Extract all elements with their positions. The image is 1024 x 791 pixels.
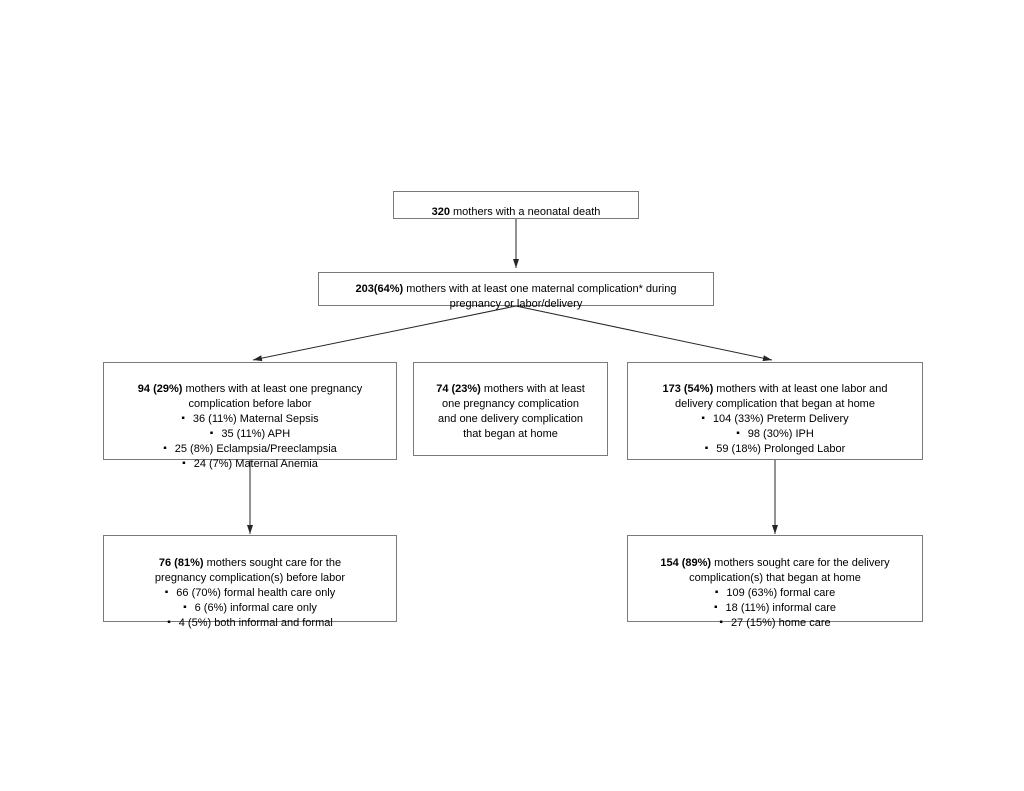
bullet-icon: ▪ [719,617,723,628]
list-item-text: 36 (11%) Maternal Sepsis [192,413,319,425]
bullet-icon: ▪ [714,587,719,598]
desc-maternal-complication: mothers with at least one maternal compl… [406,282,677,310]
list-item-text: 35 (11%) APH [221,428,291,440]
desc-pregnancy-care-seeking: mothers sought care for the pregnancy co… [154,557,346,584]
bullet-icon: ▪ [736,428,740,439]
count-both-complications: 74 (23%) [436,383,481,395]
count-delivery-care-seeking: 154 (89%) [660,557,712,569]
bullet-icon: ▪ [701,413,705,424]
list-item: ▪ 6 (6%) informal care only [104,601,396,616]
pregnancy-complication-list: ▪36 (11%) Maternal Sepsis ▪35 (11%) APH … [104,412,396,472]
list-item: ▪ 59 (18%) Prolonged Labor [628,442,922,457]
list-item: ▪ 104 (33%) Preterm Delivery [628,412,922,427]
count-maternal-complication: 203(64%) [355,282,404,295]
box-labor-delivery-complication-text: 173 (54%) mothers with at least one labo… [628,367,922,412]
bullet-icon: ▪ [181,413,185,424]
count-labor-delivery-complication: 173 (54%) [662,383,714,395]
list-item-text: 4 (5%) both informal and formal [178,617,333,629]
list-item-text: 18 (11%) informal care [725,602,836,614]
list-item-text: 25 (8%) Eclampsia/Preeclampsia [174,443,337,455]
list-item-text: 109 (63%) formal care [726,587,836,599]
count-pregnancy-care-seeking: 76 (81%) [158,557,204,569]
list-item-text: 66 (70%) formal health care only [176,587,336,599]
box-pregnancy-complication-text: 94 (29%) mothers with at least one pregn… [104,367,396,412]
box-neonatal-death-total: 320 mothers with a neonatal death [393,191,639,219]
arrow-maternal-to-labor [515,305,773,362]
box-labor-delivery-complication: 173 (54%) mothers with at least one labo… [627,362,923,460]
list-item: ▪ 35 (11%) APH [104,427,396,442]
list-item: ▪ 36 (11%) Maternal Sepsis [104,412,396,427]
box-pregnancy-complication: 94 (29%) mothers with at least one pregn… [103,362,397,470]
list-item-text: 59 (18%) Prolonged Labor [716,443,846,455]
bullet-icon: ▪ [704,443,709,454]
bullet-icon: ▪ [164,587,169,598]
delivery-care-list: ▪109 (63%) formal care ▪18 (11%) informa… [628,586,922,631]
list-item-text: 104 (33%) Preterm Delivery [712,413,849,425]
box-pregnancy-care-seeking: 76 (81%) mothers sought care for the pre… [103,535,397,629]
list-item: ▪ 109 (63%) formal care [628,586,922,601]
bullet-icon: ▪ [183,602,187,613]
bullet-icon: ▪ [209,428,214,439]
box-neonatal-death-text: 320 mothers with a neonatal death [432,190,601,220]
arrow-maternal-to-pregnancy [252,305,517,362]
list-item: ▪ 24 (7%) Maternal Anemia [104,457,396,472]
list-item-text: 27 (15%) home care [730,617,831,629]
list-item-text: 6 (6%) informal care only [194,602,317,614]
desc-labor-delivery-complication: mothers with at least one labor and deli… [675,383,888,410]
box-maternal-complication: 203(64%) mothers with at least one mater… [318,272,714,310]
desc-delivery-care-seeking: mothers sought care for the delivery com… [689,557,890,584]
bullet-icon: ▪ [167,617,171,628]
desc-pregnancy-complication: mothers with at least one pregnancy comp… [185,383,363,410]
box-pregnancy-care-seeking-text: 76 (81%) mothers sought care for the pre… [104,541,396,586]
count-pregnancy-complication: 94 (29%) [137,383,183,395]
desc-both-complications: mothers with at least one pregnancy comp… [438,383,585,440]
box-delivery-care-seeking-text: 154 (89%) mothers sought care for the de… [628,541,922,586]
list-item: ▪ 27 (15%) home care [628,616,922,631]
count-neonatal-death: 320 [431,206,450,218]
pregnancy-care-list: ▪ 66 (70%) formal health care only ▪ 6 (6%… [104,586,396,631]
box-delivery-care-seeking: 154 (89%) mothers sought care for the de… [627,535,923,629]
bullet-icon: ▪ [163,443,167,454]
list-item: ▪ 66 (70%) formal health care only [104,586,396,601]
list-item: ▪ 25 (8%) Eclampsia/Preeclampsia [104,442,396,457]
bullet-icon: ▪ [714,602,718,613]
list-item: ▪ 18 (11%) informal care [628,601,922,616]
box-maternal-complication-text: 203(64%) mothers with at least one mater… [355,267,676,312]
list-item: ▪ 98 (30%) IPH [628,427,922,442]
list-item-text: 24 (7%) Maternal Anemia [193,458,318,470]
desc-neonatal-death: mothers with a neonatal death [449,206,601,218]
box-both-complications: 74 (23%) mothers with at least one pregn… [413,362,608,456]
box-both-complications-text: 74 (23%) mothers with at least one pregn… [414,367,607,442]
labor-delivery-complication-list: ▪ 104 (33%) Preterm Delivery ▪ 98 (30%) IP… [628,412,922,457]
bullet-icon: ▪ [182,458,186,469]
list-item: ▪ 4 (5%) both informal and formal [104,616,396,631]
list-item-text: 98 (30%) IPH [747,428,814,440]
